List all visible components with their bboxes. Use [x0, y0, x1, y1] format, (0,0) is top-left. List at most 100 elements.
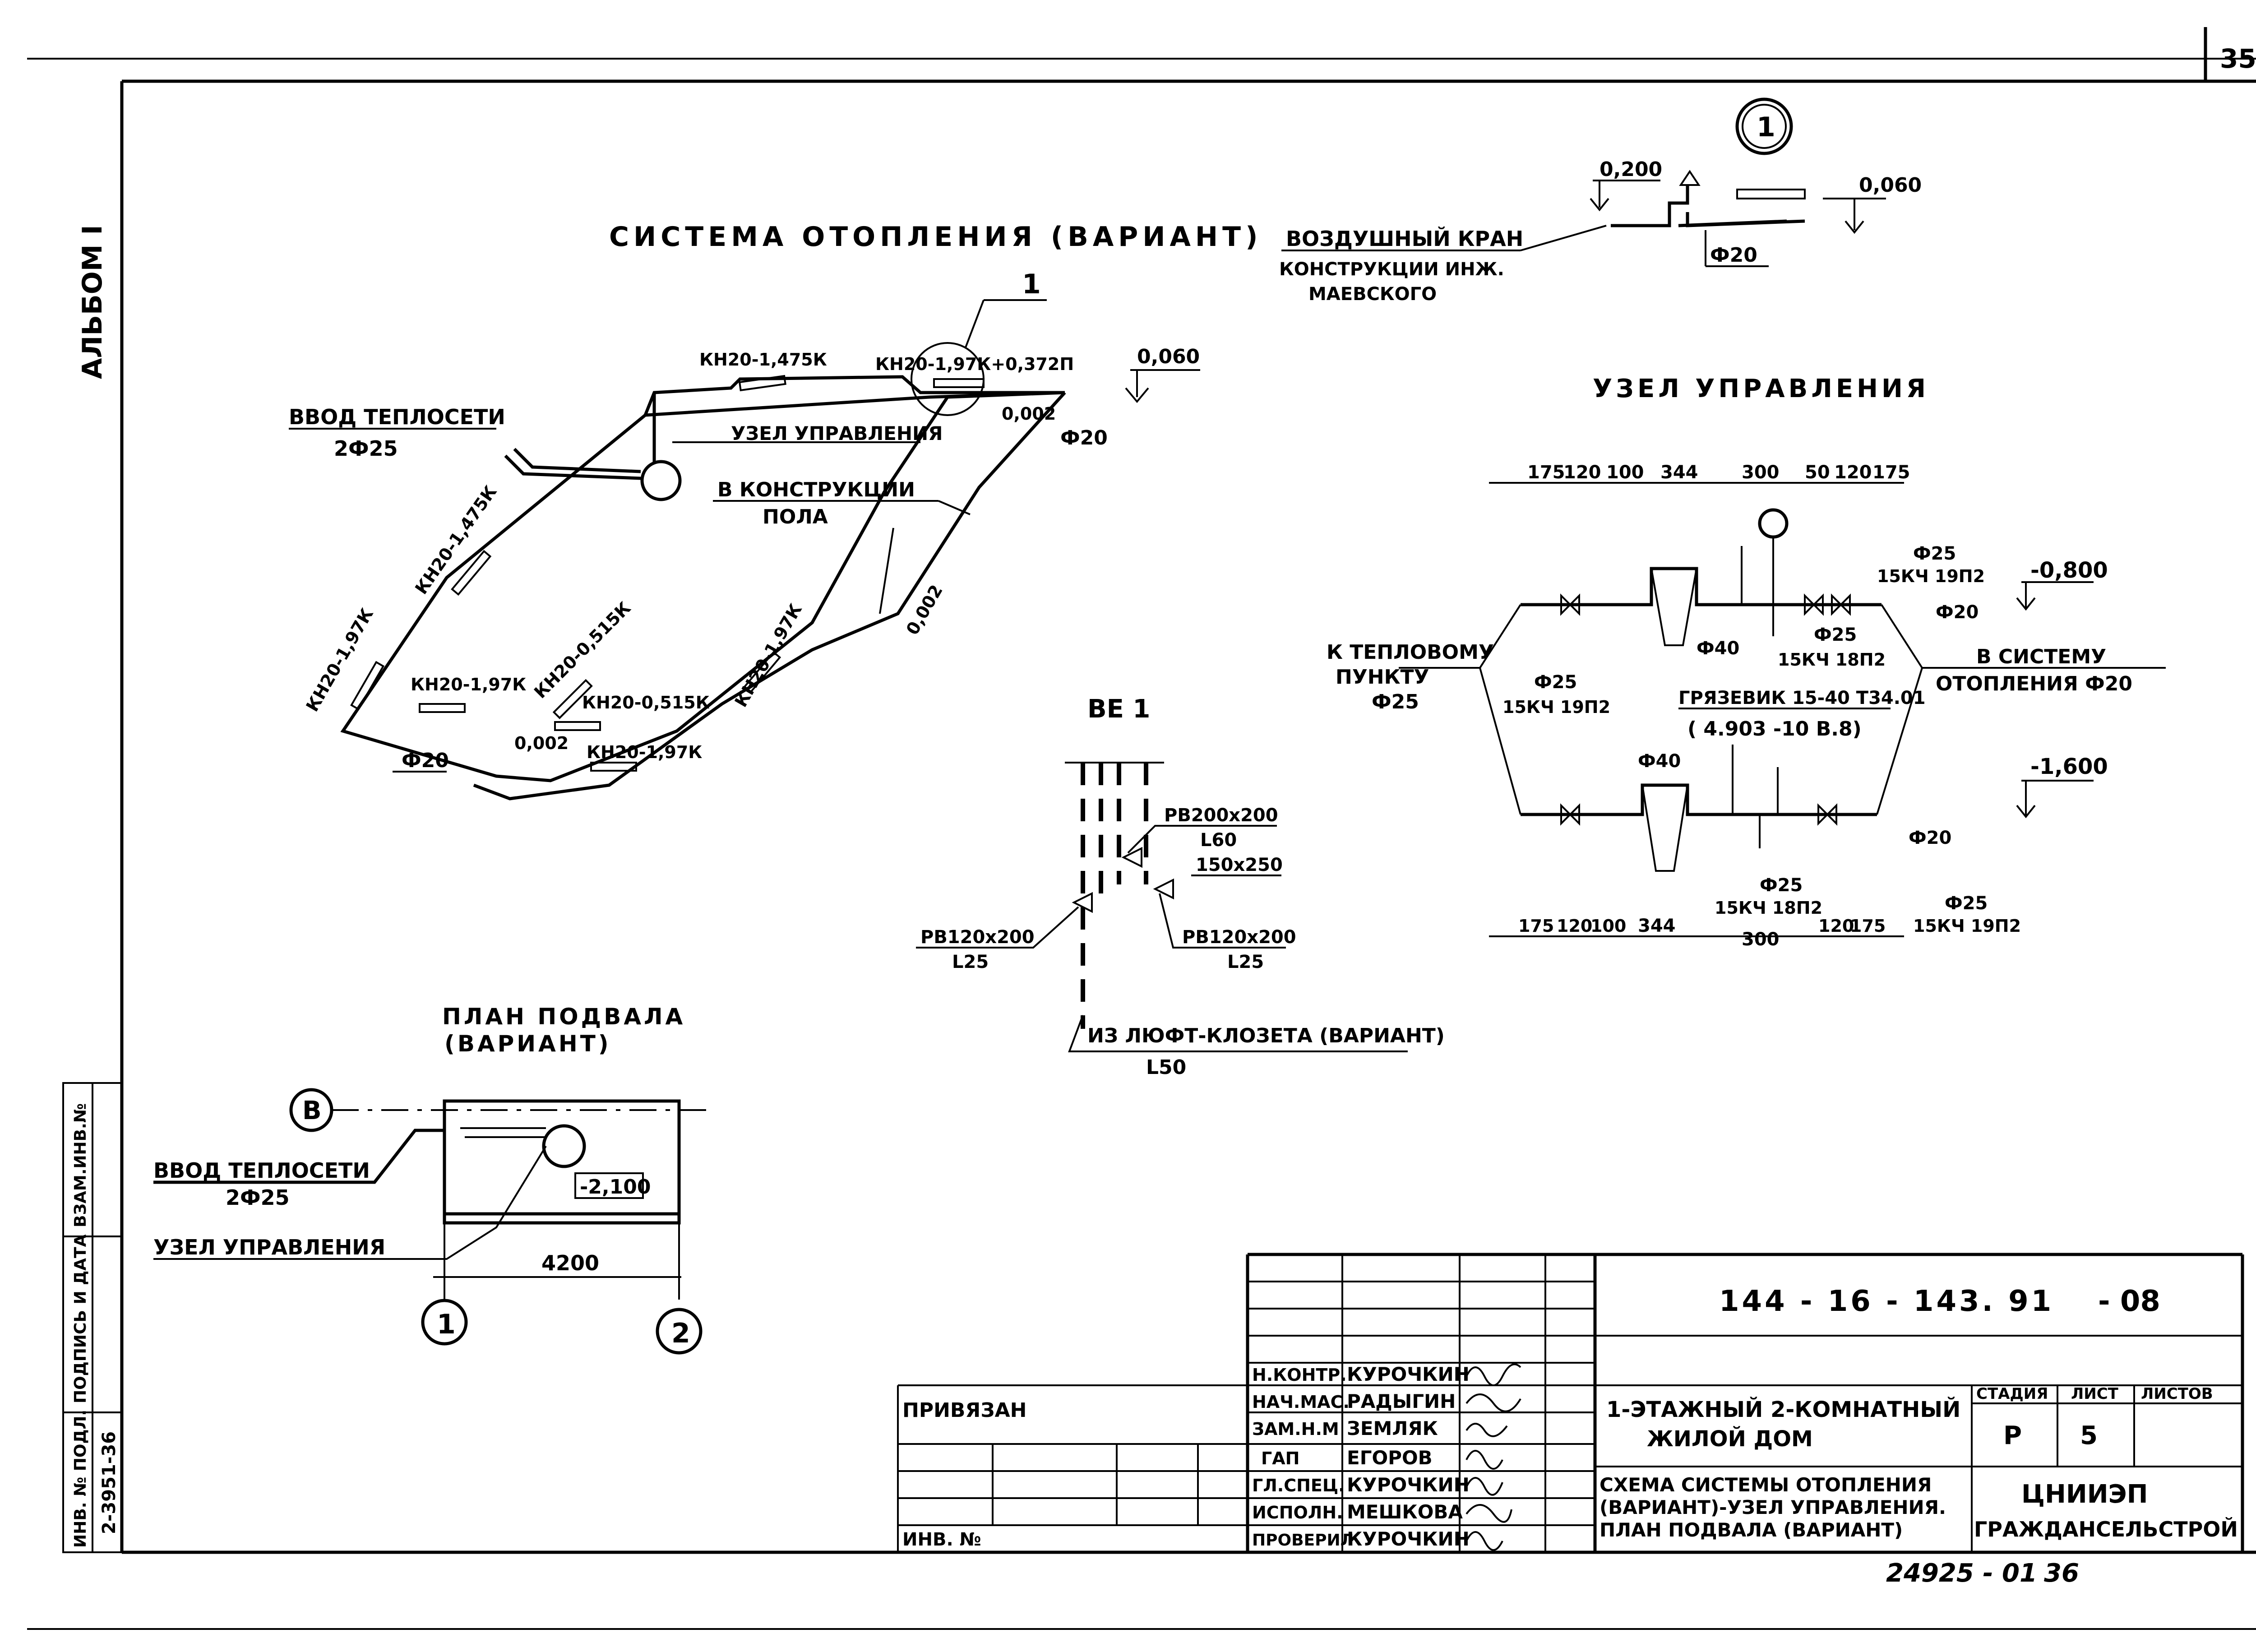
slope-1: 0,002 [1002, 404, 1056, 424]
inlet-label: ВВОД ТЕПЛОСЕТИ [289, 405, 505, 429]
angle-1: L60 [1200, 830, 1237, 851]
to-system-1: В СИСТЕМУ [1976, 645, 2106, 668]
to-heat-point-2: ПУНКТУ [1336, 666, 1429, 689]
attached-label: ПРИВЯЗАН [902, 1399, 1026, 1422]
person: ЗЕМЛЯК [1347, 1417, 1438, 1439]
angle-4: L50 [1146, 1056, 1186, 1079]
dim-top: 300 [1742, 462, 1780, 483]
dim-top: 120 [1834, 462, 1872, 483]
level-minus-0800: -0,800 [2030, 558, 2108, 583]
pipe-d20-label-1: Ф20 [1060, 426, 1108, 449]
air-valve-pipe: Ф20 [1710, 244, 1757, 267]
basement-control-unit: УЗЕЛ УПРАВЛЕНИЯ [153, 1235, 385, 1259]
dim-bottom: 120 [1557, 916, 1592, 936]
side-inv-label: ИНВ. № ПОДЛ. [71, 1410, 90, 1548]
person: КУРОЧКИН [1347, 1363, 1470, 1385]
role: ИСПОЛН. [1252, 1503, 1343, 1522]
dim-top: 50 [1805, 462, 1830, 483]
size-1: 150х250 [1196, 855, 1283, 875]
control-node-title: УЗЕЛ УПРАВЛЕНИЯ [1593, 374, 1929, 403]
air-valve-level-1: 0,200 [1600, 158, 1662, 181]
inv-no-label: ИНВ. № [902, 1529, 981, 1550]
dims-top: 175 120 100 344 300 50 120 175 [1527, 462, 1910, 483]
inlet-pipe: 2Ф25 [334, 436, 398, 461]
grille-1: РВ200х200 [1164, 805, 1278, 826]
control-unit-label: УЗЕЛ УПРАВЛЕНИЯ [731, 422, 943, 444]
stage-value: Р [2003, 1421, 2022, 1450]
dim-top: 344 [1660, 462, 1698, 483]
mud-trap-1: ГРЯЗЕВИК 15-40 Т34.01 [1678, 688, 1926, 708]
dim-top: 175 [1527, 462, 1565, 483]
stage-label: СТАДИЯ [1976, 1385, 2048, 1403]
role: ПРОВЕРИЛ [1252, 1531, 1354, 1550]
side-replace-label: ВЗАМ.ИНВ.№ [71, 1103, 90, 1227]
dim-bottom: 175 [1850, 916, 1886, 936]
valve-d: Ф25 [1760, 875, 1803, 896]
heating-system-title: СИСТЕМА ОТОПЛЕНИЯ (ВАРИАНТ) [609, 221, 1262, 253]
valve-type: 15КЧ 18П2 [1715, 898, 1822, 918]
dim-top: 120 [1563, 462, 1601, 483]
org-name-2: ГРАЖДАНСЕЛЬСТРОЙ [1974, 1517, 2238, 1541]
slope-2: 0,002 [514, 733, 569, 753]
ventilation-scheme: ВЕ 1 РВ200х200 L60 150х250 РВ120х200 L25… [916, 694, 1445, 1079]
role: НАЧ.МАС. [1252, 1392, 1350, 1412]
level-0060: 0,060 [1137, 345, 1200, 368]
sheet-value: 5 [2080, 1421, 2098, 1450]
radiator-label: КН20-0,515К [582, 693, 710, 713]
dim-bottom: 120 [1818, 916, 1854, 936]
sheet-title-1: СХЕМА СИСТЕМЫ ОТОПЛЕНИЯ [1600, 1474, 1932, 1496]
basement-level: -2,100 [580, 1175, 651, 1199]
basement-width: 4200 [541, 1251, 599, 1275]
role: Н.КОНТР. [1252, 1365, 1347, 1385]
pipe-f40: Ф40 [1638, 751, 1681, 772]
radiator-label: КН20-1,97К [411, 675, 526, 694]
pipe-f40: Ф40 [1697, 638, 1739, 659]
sheets-label: ЛИСТОВ [2141, 1385, 2213, 1403]
mud-trap-2: ( 4.903 -10 В.8) [1687, 717, 1862, 740]
side-stamp: ВЗАМ.ИНВ.№ ПОДПИСЬ И ДАТА ИНВ. № ПОДЛ. 2… [62, 1082, 123, 1553]
basement-inlet-label: ВВОД ТЕПЛОСЕТИ [153, 1158, 370, 1183]
valve-d: Ф25 [1814, 625, 1857, 645]
footer-page: 36 [2044, 1559, 2079, 1588]
basement-title-1: ПЛАН ПОДВАЛА [442, 1004, 685, 1030]
signatures [1465, 1363, 1521, 1551]
pipe-f20: Ф20 [1936, 602, 1979, 623]
control-node-scheme: УЗЕЛ УПРАВЛЕНИЯ 175 120 100 344 300 50 1… [1327, 374, 2166, 950]
page-number: 35 [2220, 43, 2256, 74]
role: ГАП [1261, 1448, 1299, 1468]
basement-title-2: (ВАРИАНТ) [444, 1031, 611, 1057]
air-valve-level-2: 0,060 [1859, 174, 1922, 197]
footer-code: 24925 - 01 [1886, 1559, 2037, 1588]
axis-1-label: 1 [437, 1309, 456, 1340]
person: КУРОЧКИН [1347, 1528, 1470, 1550]
detail-callout-1: 1 [1022, 268, 1041, 300]
pipe-d20-label-2: Ф20 [402, 749, 449, 772]
person: ЕГОРОВ [1347, 1447, 1433, 1469]
to-system-2: ОТОПЛЕНИЯ Ф20 [1936, 672, 2132, 695]
dim-bottom: 175 [1518, 916, 1554, 936]
basement-plan: ПЛАН ПОДВАЛА (ВАРИАНТ) В ВВОД ТЕПЛОСЕТИ … [153, 1004, 708, 1355]
grille-2: РВ120х200 [920, 927, 1035, 948]
dim-bottom: 344 [1638, 916, 1676, 936]
radiator-label: КН20-1,97К+0,372П [875, 354, 1074, 374]
valve-type: 15КЧ 19П2 [1502, 697, 1610, 717]
valve-d: Ф25 [1534, 672, 1577, 693]
grille-3: РВ120х200 [1182, 927, 1296, 948]
air-valve-callout: 1 [1757, 111, 1775, 143]
floor-label-1: В КОНСТРУКЦИИ [717, 478, 915, 501]
project-name-2: ЖИЛОЙ ДОМ [1647, 1426, 1813, 1452]
doc-suffix: - 08 [2098, 1285, 2160, 1318]
sheet-title-3: ПЛАН ПОДВАЛА (ВАРИАНТ) [1600, 1519, 1903, 1541]
radiator-label: КН20-1,97К [587, 742, 702, 762]
ventilation-title: ВЕ 1 [1087, 694, 1150, 724]
title-block: 144 - 16 - 143. 91 - 08 ПРИВЯЗАН ИНВ. № … [897, 1253, 2244, 1552]
air-valve-label-3: МАЕВСКОГО [1308, 284, 1437, 305]
org-name-1: ЦНИИЭП [2021, 1480, 2148, 1509]
air-valve-label-2: КОНСТРУКЦИИ ИНЖ. [1279, 259, 1504, 280]
project-name-1: 1-ЭТАЖНЫЙ 2-КОМНАТНЫЙ [1606, 1397, 1960, 1422]
level-minus-1600: -1,600 [2030, 754, 2108, 779]
sheet-label: ЛИСТ [2071, 1385, 2119, 1403]
axis-2-label: 2 [671, 1318, 690, 1349]
radiator-label: КН20-1,475К [699, 350, 827, 370]
